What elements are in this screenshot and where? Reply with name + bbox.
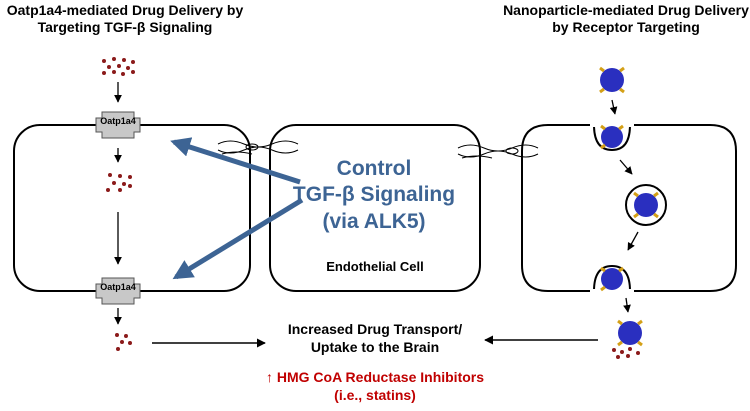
right-pathway-arrows bbox=[609, 99, 639, 313]
drug-dots-right bbox=[612, 347, 640, 359]
oatp1a4-transporter-bottom bbox=[95, 277, 141, 305]
control-arrow-top bbox=[170, 137, 301, 185]
control-tgf-beta-label: Control TGF-β Signaling (via ALK5) bbox=[268, 156, 480, 235]
outcome-line-1: Increased Drug Transport/ bbox=[287, 321, 463, 337]
outcome-text: Increased Drug Transport/ Uptake to the … bbox=[250, 320, 500, 356]
drug-dots-middle bbox=[106, 173, 132, 192]
statins-text: ↑ HMG CoA Reductase Inhibitors (i.e., st… bbox=[250, 368, 500, 404]
up-arrow-icon: ↑ bbox=[265, 369, 273, 385]
center-endothelial-cell bbox=[269, 124, 481, 292]
endothelial-cell-label: Endothelial Cell bbox=[326, 259, 424, 274]
nanoparticle-top bbox=[599, 66, 625, 94]
nanoparticle-vesicle-bottom bbox=[600, 266, 624, 292]
nanoparticle-transcytosis bbox=[633, 191, 659, 219]
outcome-line-2: Uptake to the Brain bbox=[310, 339, 440, 356]
control-line-2: TGF-β Signaling bbox=[292, 183, 456, 207]
left-endothelial-cell bbox=[13, 124, 251, 292]
drug-dots-bottom bbox=[115, 333, 132, 351]
drug-dots-top bbox=[102, 57, 135, 76]
oatp1a4-label-bottom: Oatp1a4 bbox=[100, 282, 136, 292]
control-line-1: Control bbox=[336, 157, 412, 180]
control-arrow-bottom bbox=[172, 197, 304, 280]
oatp1a4-transporter-top bbox=[95, 111, 141, 139]
tight-junction-left bbox=[217, 140, 299, 155]
right-panel-title: Nanoparticle-mediated Drug Delivery by R… bbox=[503, 2, 749, 35]
nanoparticle-vesicle-top bbox=[600, 124, 624, 150]
drug-class-line-2: (i.e., statins) bbox=[334, 387, 416, 404]
oatp1a4-label-top: Oatp1a4 bbox=[100, 116, 136, 126]
drug-class-line-1: HMG CoA Reductase Inhibitors bbox=[276, 369, 485, 385]
control-line-3: (via ALK5) bbox=[322, 209, 426, 233]
left-panel-title: Oatp1a4-mediated Drug Delivery by Target… bbox=[6, 2, 244, 35]
tight-junction-right bbox=[457, 144, 539, 159]
nanoparticle-bottom bbox=[617, 319, 643, 347]
